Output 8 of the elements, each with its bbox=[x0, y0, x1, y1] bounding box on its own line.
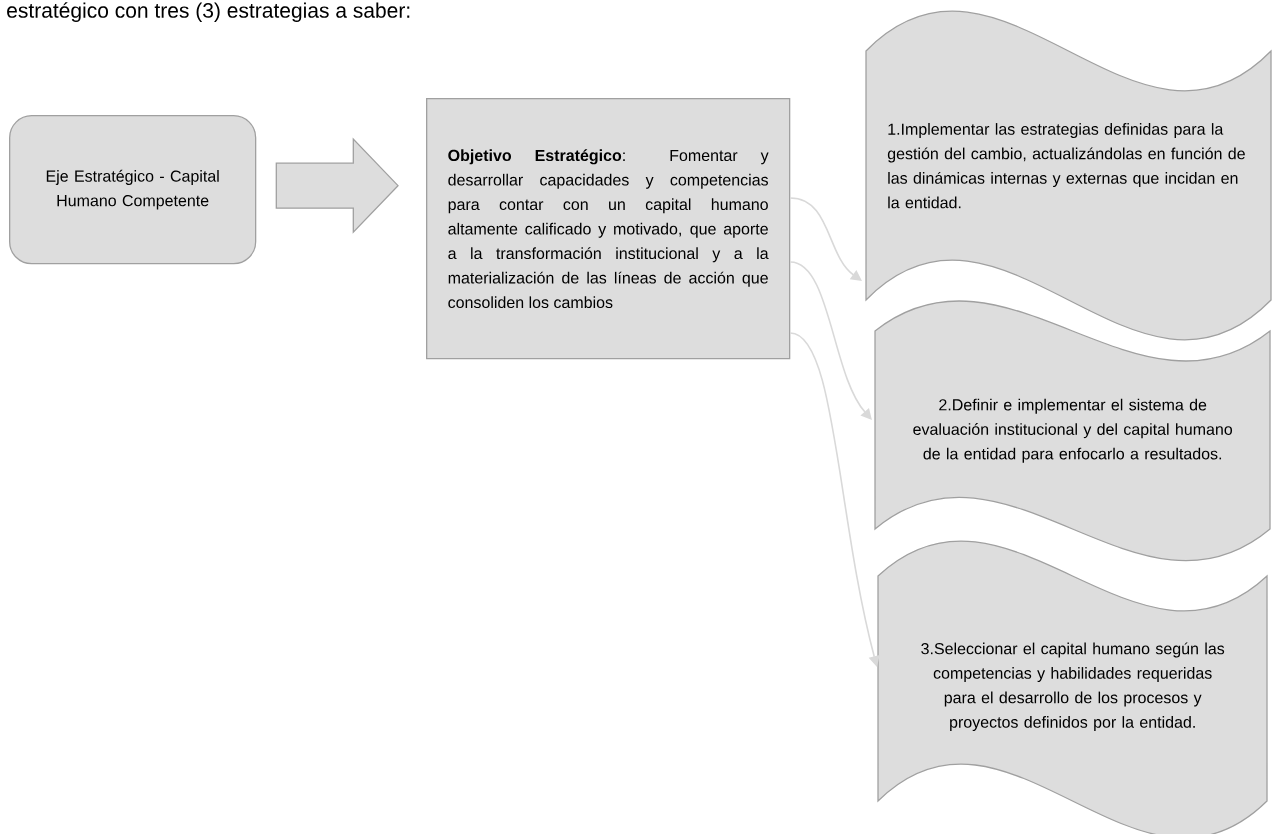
body-text: estratégico con tres (3) estrategias a saber: bbox=[7, 2, 410, 22]
rounded-box: Eje Estratégico - Capital Humano Competente bbox=[9, 115, 257, 265]
node-label: 1.Implementar las estrategias definidas para la gestión del cambio, actualizándolas en función de las dinámicas internas y externas que incidan en la entidad. bbox=[887, 123, 1245, 209]
arrow bbox=[789, 261, 872, 420]
arrow bbox=[789, 332, 880, 667]
block-arrow bbox=[275, 137, 399, 234]
text-box: Objetivo Estratégico: Fomentar y desarrollar capacidades y competencias para contar con un capital humano altamente calificado y motivado, que aporte a la transformación institucional y a la materialización de las líneas de acción que consoliden los cambios bbox=[426, 98, 791, 360]
arrow bbox=[789, 197, 862, 281]
